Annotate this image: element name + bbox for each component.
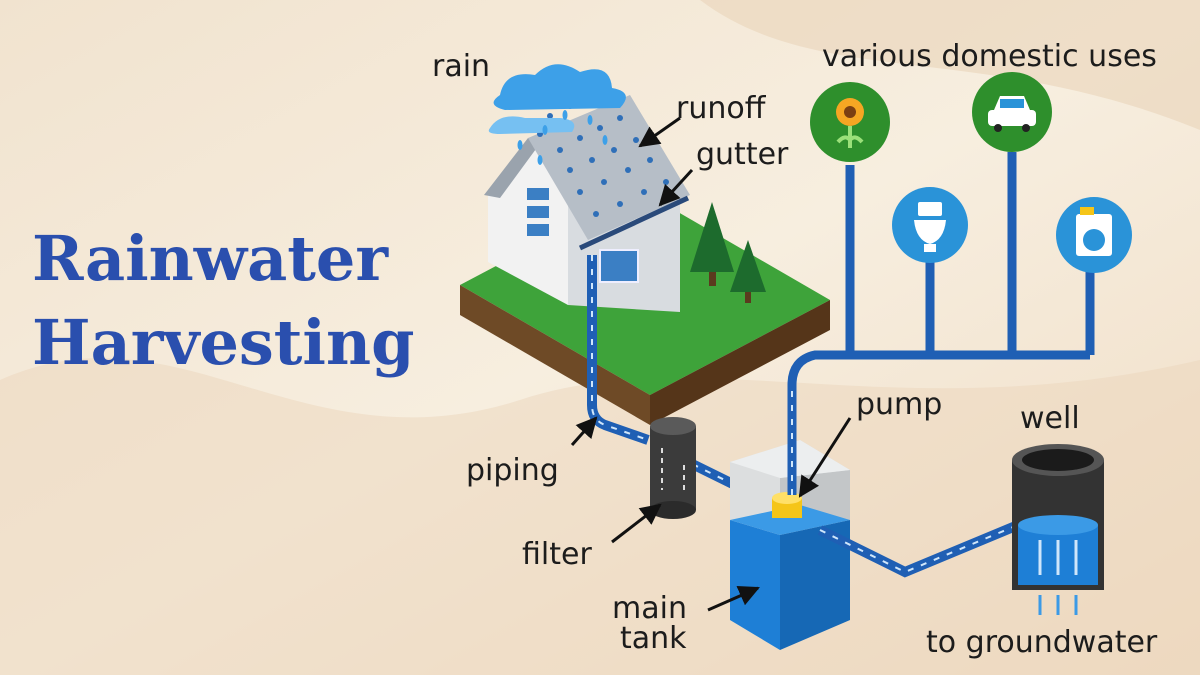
roof-raindrops (537, 97, 669, 217)
label-runoff: runoff (676, 91, 766, 126)
car-icon (972, 72, 1052, 152)
label-main: main (612, 591, 687, 626)
washing-machine-icon (1056, 197, 1132, 273)
well (1012, 444, 1104, 615)
sunflower-icon (810, 82, 890, 162)
label-well: well (1020, 401, 1080, 436)
label-pump: pump (856, 387, 943, 422)
label-domestic-uses: various domestic uses (822, 39, 1157, 74)
label-rain: rain (432, 49, 491, 84)
tree-icon (690, 202, 734, 286)
background-brush (700, 0, 1200, 130)
tree-icon (730, 240, 766, 303)
rain-cloud-icon (488, 64, 626, 165)
pump (772, 492, 802, 518)
toilet-icon (892, 187, 968, 263)
overflow-pipe (817, 515, 1032, 578)
label-tank: tank (620, 621, 687, 656)
distribution-pipes (787, 152, 1095, 495)
filter (650, 417, 696, 519)
main-tank (730, 440, 850, 650)
label-filter: filter (522, 537, 592, 572)
page-title-line-2: Harvesting (32, 306, 415, 379)
pointer-arrows (570, 116, 852, 612)
label-gutter: gutter (696, 137, 789, 172)
label-groundwater: to groundwater (926, 625, 1158, 660)
page-title-line-1: Rainwater (32, 222, 389, 295)
label-piping: piping (466, 453, 559, 488)
background-brush (0, 358, 1200, 675)
